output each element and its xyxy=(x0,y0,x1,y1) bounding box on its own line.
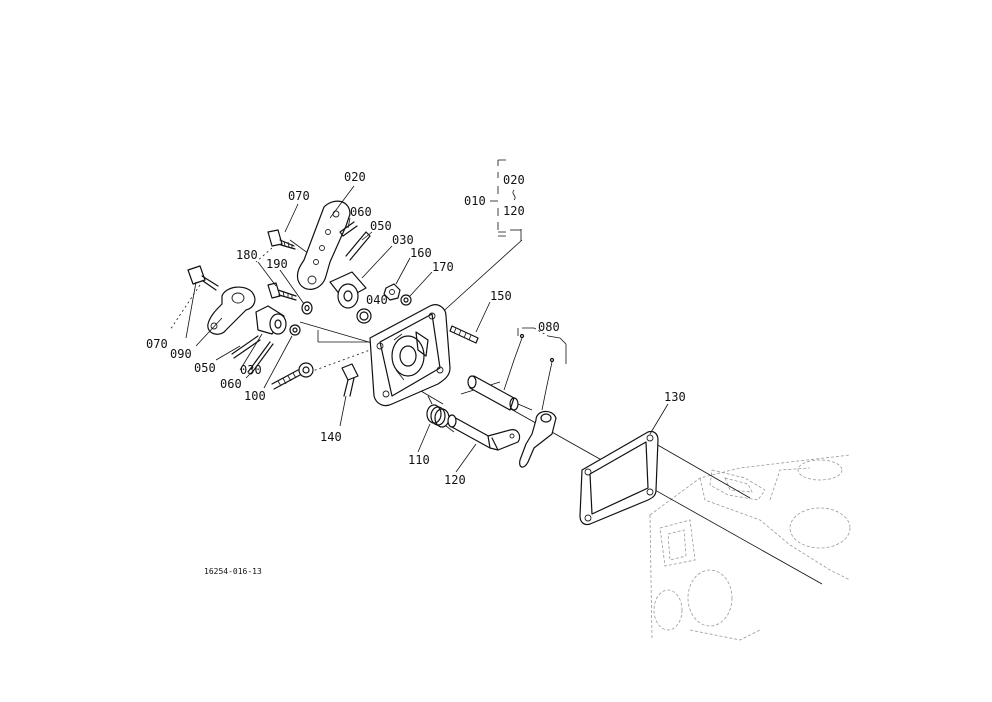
collar-030-lower xyxy=(255,305,287,335)
label-050-lower: 050 xyxy=(194,361,216,375)
pins-lower xyxy=(231,335,274,375)
assembly-bracket-080 xyxy=(517,327,567,364)
label-150: 150 xyxy=(490,289,512,303)
washer-190 xyxy=(301,301,313,315)
engine-block-outline xyxy=(649,454,851,641)
label-080: 080 xyxy=(538,320,560,334)
washer-170 xyxy=(400,294,412,306)
label-050-upper: 050 xyxy=(370,219,392,233)
shaft-lever-120 xyxy=(447,414,521,451)
label-140: 140 xyxy=(320,430,342,444)
label-010-020: 020 xyxy=(503,173,525,187)
bolt-lower-left xyxy=(271,362,314,390)
label-190: 190 xyxy=(266,257,288,271)
label-160: 160 xyxy=(410,246,432,260)
label-010-120: 120 xyxy=(503,204,525,218)
lever-090 xyxy=(207,286,256,335)
collar-030-upper xyxy=(329,271,367,309)
label-070-lower: 070 xyxy=(146,337,168,351)
pins-upper xyxy=(339,221,371,261)
leader-lines xyxy=(185,185,669,473)
label-010: 010 xyxy=(464,194,486,208)
label-030-lower: 030 xyxy=(240,363,262,377)
label-060-lower: 060 xyxy=(220,377,242,391)
bolt-070-upper xyxy=(267,229,296,250)
cover-plate-center xyxy=(369,304,451,407)
alignment-lines xyxy=(169,229,823,585)
stud-150 xyxy=(449,325,479,344)
lever-plate-020 xyxy=(296,200,351,290)
label-090: 090 xyxy=(170,347,192,361)
assembly-bracket-010 xyxy=(490,159,516,237)
bolt-070-lower xyxy=(187,265,219,291)
o-ring-040 xyxy=(356,308,372,324)
label-020: 020 xyxy=(344,170,366,184)
label-060-upper: 060 xyxy=(350,205,372,219)
label-100: 100 xyxy=(244,389,266,403)
spring-110 xyxy=(426,395,455,433)
drawing-reference-code: 16254-016-13 xyxy=(204,567,262,576)
label-110: 110 xyxy=(408,453,430,467)
label-120: 120 xyxy=(444,473,466,487)
label-030-upper: 030 xyxy=(392,233,414,247)
bolt-140 xyxy=(341,363,359,397)
o-ring-100 xyxy=(289,324,301,336)
lever-arm-080 xyxy=(519,410,557,468)
shaft-080 xyxy=(467,333,555,411)
bolt-180 xyxy=(267,282,297,301)
label-130: 130 xyxy=(664,390,686,404)
label-170: 170 xyxy=(432,260,454,274)
nut-160 xyxy=(383,283,401,301)
label-180: 180 xyxy=(236,248,258,262)
label-040: 040 xyxy=(366,293,388,307)
part-labels: 070 020 060 050 030 180 190 160 170 040 … xyxy=(146,170,686,576)
gasket-130 xyxy=(579,430,659,526)
label-070-upper: 070 xyxy=(288,189,310,203)
